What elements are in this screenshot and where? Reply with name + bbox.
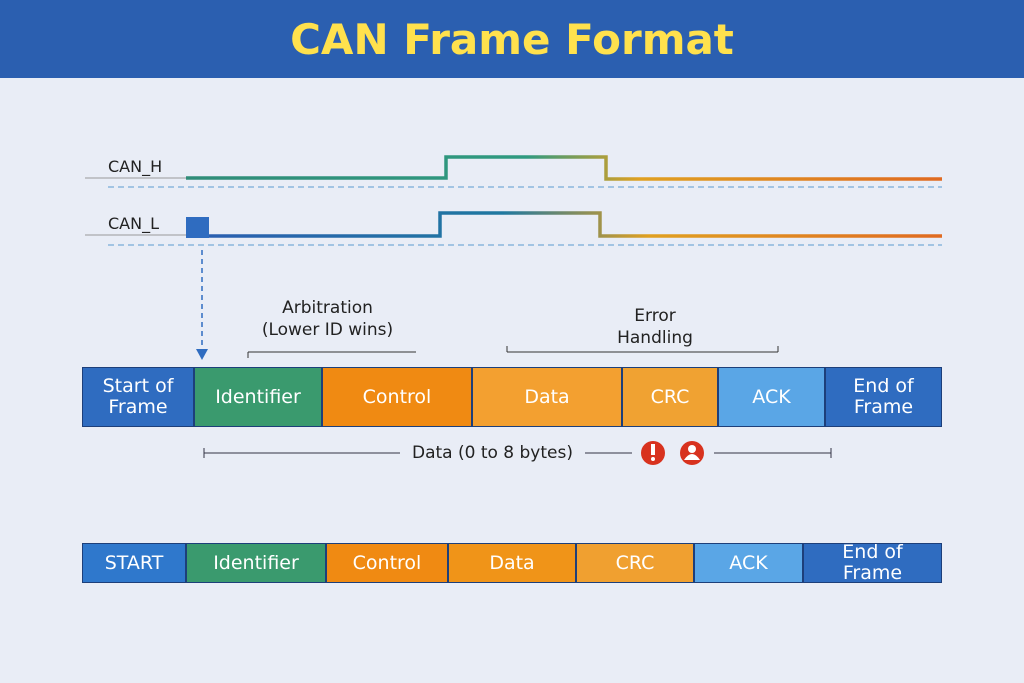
arbitration-annotation: Arbitration (Lower ID wins) (261, 298, 394, 340)
frame-field-ack: ACK (718, 367, 825, 427)
frame-field-start-of-frame: Start of Frame (82, 367, 194, 427)
frame-field-start: START (82, 543, 186, 583)
can-h-wave (186, 155, 942, 181)
frame-field-crc: CRC (576, 543, 694, 583)
can-h-label: CAN_H (108, 157, 163, 176)
header: CAN Frame Format (0, 0, 1024, 78)
error-handling-annotation: Error Handling (617, 306, 693, 348)
error-exclamation-icon (641, 441, 665, 465)
frame-field-data: Data (472, 367, 622, 427)
frame-field-crc: CRC (622, 367, 718, 427)
data-range-label: Data (0 to 8 bytes) (411, 443, 573, 463)
frame-field-end-of-frame: End of Frame (803, 542, 942, 584)
can-l-label: CAN_L (108, 214, 159, 233)
frame-field-identifier: Identifier (186, 543, 326, 583)
page-title: CAN Frame Format (290, 14, 734, 64)
user-icon (680, 441, 704, 465)
frame-field-ack: ACK (694, 543, 803, 583)
arrow-head-icon (196, 349, 208, 360)
frame-field-control: Control (322, 367, 472, 427)
frame-field-control: Control (326, 543, 448, 583)
frame-field-data: Data (448, 543, 576, 583)
sof-marker (186, 217, 209, 238)
can-l-wave (209, 211, 942, 238)
frame-field-identifier: Identifier (194, 367, 322, 427)
frame-field-end-of-frame: End of Frame (825, 367, 942, 427)
